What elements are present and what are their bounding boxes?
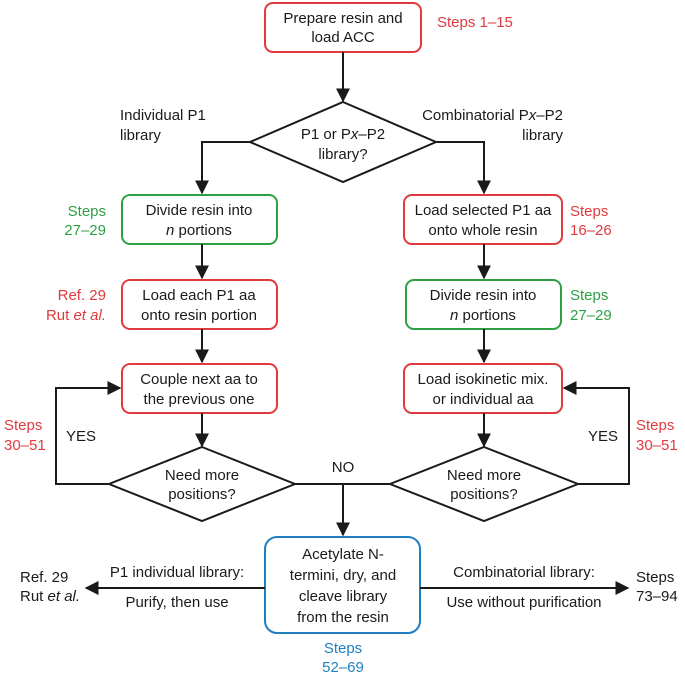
right-loop-steps-2: 30–51 [636, 437, 678, 454]
left-decision-diamond [106, 445, 298, 523]
left-decision-line2: positions? [168, 486, 236, 503]
left-load-line2: onto resin portion [141, 307, 257, 324]
right-divide-steps-1: Steps [570, 287, 608, 304]
left-load-box [121, 279, 278, 330]
start-steps: Steps 1–15 [437, 14, 513, 31]
out-left-top: P1 individual library: [110, 564, 244, 581]
left-couple-line1: Couple next aa to [140, 371, 258, 388]
final-line1: Acetylate N- [302, 546, 384, 563]
out-left-ref-1: Ref. 29 [20, 569, 68, 586]
branch-left-line2: library [120, 127, 161, 144]
left-load-ref-2: Rut et al. [46, 307, 106, 324]
final-line4: from the resin [297, 609, 389, 626]
branch-left-line1: Individual P1 [120, 107, 206, 124]
left-divide-steps-2: 27–29 [64, 222, 106, 239]
left-divide-line1: Divide resin into [146, 202, 253, 219]
left-couple-line2: the previous one [144, 391, 255, 408]
out-right-top: Combinatorial library: [453, 564, 595, 581]
out-left-bottom: Purify, then use [125, 594, 228, 611]
right-divide-steps-2: 27–29 [570, 307, 612, 324]
arrow-decision-to-right [436, 141, 491, 195]
out-left-ref-2: Rut et al. [20, 588, 80, 605]
arrow-decision-to-left [195, 141, 250, 195]
left-divide-line2: n portions [166, 222, 232, 239]
right-divide-line1: Divide resin into [430, 287, 537, 304]
right-mix-line1: Load isokinetic mix. [418, 371, 549, 388]
out-right-steps-1: Steps [636, 569, 674, 586]
left-couple-box [121, 363, 278, 414]
library-decision-line1: P1 or Px–P2 [301, 126, 385, 143]
left-loop-steps-2: 30–51 [4, 437, 46, 454]
left-load-ref-1: Ref. 29 [58, 287, 106, 304]
branch-right-line1: Combinatorial Px–P2 [422, 107, 563, 124]
right-divide-line2: n portions [450, 307, 516, 324]
right-decision-line2: positions? [450, 486, 518, 503]
right-load-p1-steps-1: Steps [570, 203, 608, 220]
left-divide-steps-1: Steps [68, 203, 106, 220]
right-load-p1-steps-2: 16–26 [570, 222, 612, 239]
right-decision-line1: Need more [447, 467, 521, 484]
right-decision-diamond [387, 445, 581, 523]
right-loop-arrow [562, 381, 630, 485]
right-mix-line2: or individual aa [433, 391, 535, 408]
branch-right-line2: library [522, 127, 563, 144]
left-loop-arrow [55, 381, 122, 485]
right-loop-yes: YES [588, 428, 618, 445]
left-load-line1: Load each P1 aa [142, 287, 256, 304]
library-decision-line2: library? [318, 146, 367, 163]
right-loop-steps-1: Steps [636, 417, 674, 434]
final-line3: cleave library [299, 588, 388, 605]
out-right-steps-2: 73–94 [636, 588, 678, 605]
right-load-p1-line2: onto whole resin [428, 222, 537, 239]
left-divide-box [121, 194, 278, 245]
left-loop-yes: YES [66, 428, 96, 445]
start-box-line2: load ACC [311, 29, 375, 46]
final-steps-2: 52–69 [322, 659, 364, 676]
start-box-line1: Prepare resin and [283, 10, 402, 27]
left-loop-steps-1: Steps [4, 417, 42, 434]
out-right-bottom: Use without purification [446, 594, 601, 611]
library-decision-diamond [247, 100, 439, 184]
final-box [264, 536, 421, 634]
left-decision-line1: Need more [165, 467, 239, 484]
no-label: NO [332, 459, 355, 476]
right-load-p1-line1: Load selected P1 aa [415, 202, 552, 219]
final-steps-1: Steps [324, 640, 362, 657]
final-line2: termini, dry, and [290, 567, 396, 584]
